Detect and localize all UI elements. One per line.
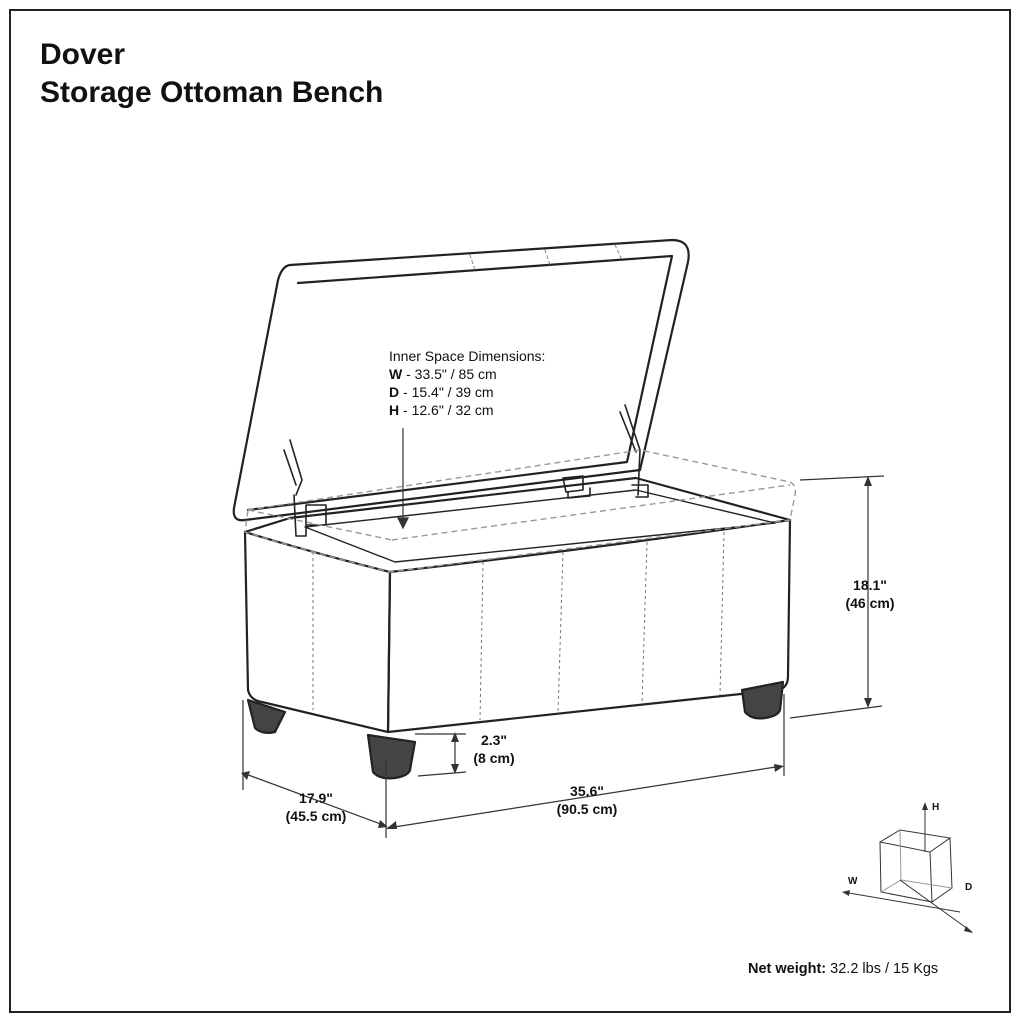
axis-cube-hidden [880, 829, 953, 893]
axis-d-line [899, 879, 973, 933]
net-weight-value: 32.2 lbs / 15 Kgs [826, 961, 939, 977]
depth-dimension-label: 17.9" (45.5 cm) [285, 790, 347, 824]
pointer-arrowhead [397, 517, 409, 530]
arrowhead [451, 732, 459, 742]
lid-inner-edge [246, 254, 674, 512]
product-title: Dover Storage Ottoman Bench [40, 36, 383, 112]
arrowhead [774, 764, 784, 772]
arrowhead [241, 771, 250, 780]
stitch-line [719, 531, 725, 696]
axis-d-label: D [965, 882, 973, 893]
arrowhead [864, 698, 872, 708]
lid-stitch [469, 244, 623, 271]
arrowhead [386, 821, 397, 829]
lid-outline [232, 238, 690, 522]
leg-front-left [366, 733, 417, 780]
product-type: Storage Ottoman Bench [40, 76, 384, 109]
box-inner-rim [304, 489, 776, 563]
border-frame [9, 9, 1011, 1013]
latch [562, 475, 591, 499]
dim-depth-line [242, 772, 387, 827]
inner-space-width: W - 33.5" / 85 cm [389, 366, 497, 382]
hinge-right [619, 404, 649, 498]
inner-space-heading: Inner Space Dimensions: [389, 348, 546, 364]
axis-w-arrow [842, 890, 850, 896]
axis-cube-right [931, 837, 953, 903]
box-front-face [386, 518, 792, 734]
height-dimension-label: 18.1" (46 cm) [845, 577, 895, 611]
net-weight: Net weight: 32.2 lbs / 15 Kgs [748, 961, 938, 977]
arrowhead [378, 820, 388, 828]
inner-space-edge [247, 509, 393, 541]
inner-space-depth: D - 15.4" / 39 cm [389, 384, 494, 400]
axis-h-arrow [922, 802, 928, 810]
leg-back-left [246, 698, 287, 734]
box-top-rim [243, 476, 792, 534]
axis-cube-front [879, 841, 933, 903]
arrowhead [864, 476, 872, 486]
box-front-left-face [243, 530, 392, 734]
stitch-line [557, 551, 564, 713]
inner-space-outline [244, 449, 797, 573]
dim-width-line [387, 765, 783, 829]
product-name: Dover [40, 38, 126, 71]
leg-front-right [740, 680, 785, 720]
axis-w-label: W [848, 876, 858, 887]
arrowhead [451, 764, 459, 774]
stitch-line [479, 561, 484, 721]
hinge-left [283, 439, 327, 537]
net-weight-label: Net weight: [748, 961, 827, 977]
inner-space-dimensions: Inner Space Dimensions: W - 33.5" / 85 c… [389, 347, 545, 419]
axis-d-arrow [964, 926, 973, 933]
leg-dimension-label: 2.3" (8 cm) [473, 732, 515, 766]
width-dimension-label: 35.6" (90.5 cm) [556, 783, 618, 817]
stitch-line [641, 541, 648, 704]
inner-space-height: H - 12.6" / 32 cm [389, 402, 494, 418]
dim-height-ext [789, 475, 885, 719]
axis-h-label: H [932, 802, 940, 813]
inner-space-edge [391, 484, 791, 541]
dim-leg-ext [415, 733, 467, 777]
